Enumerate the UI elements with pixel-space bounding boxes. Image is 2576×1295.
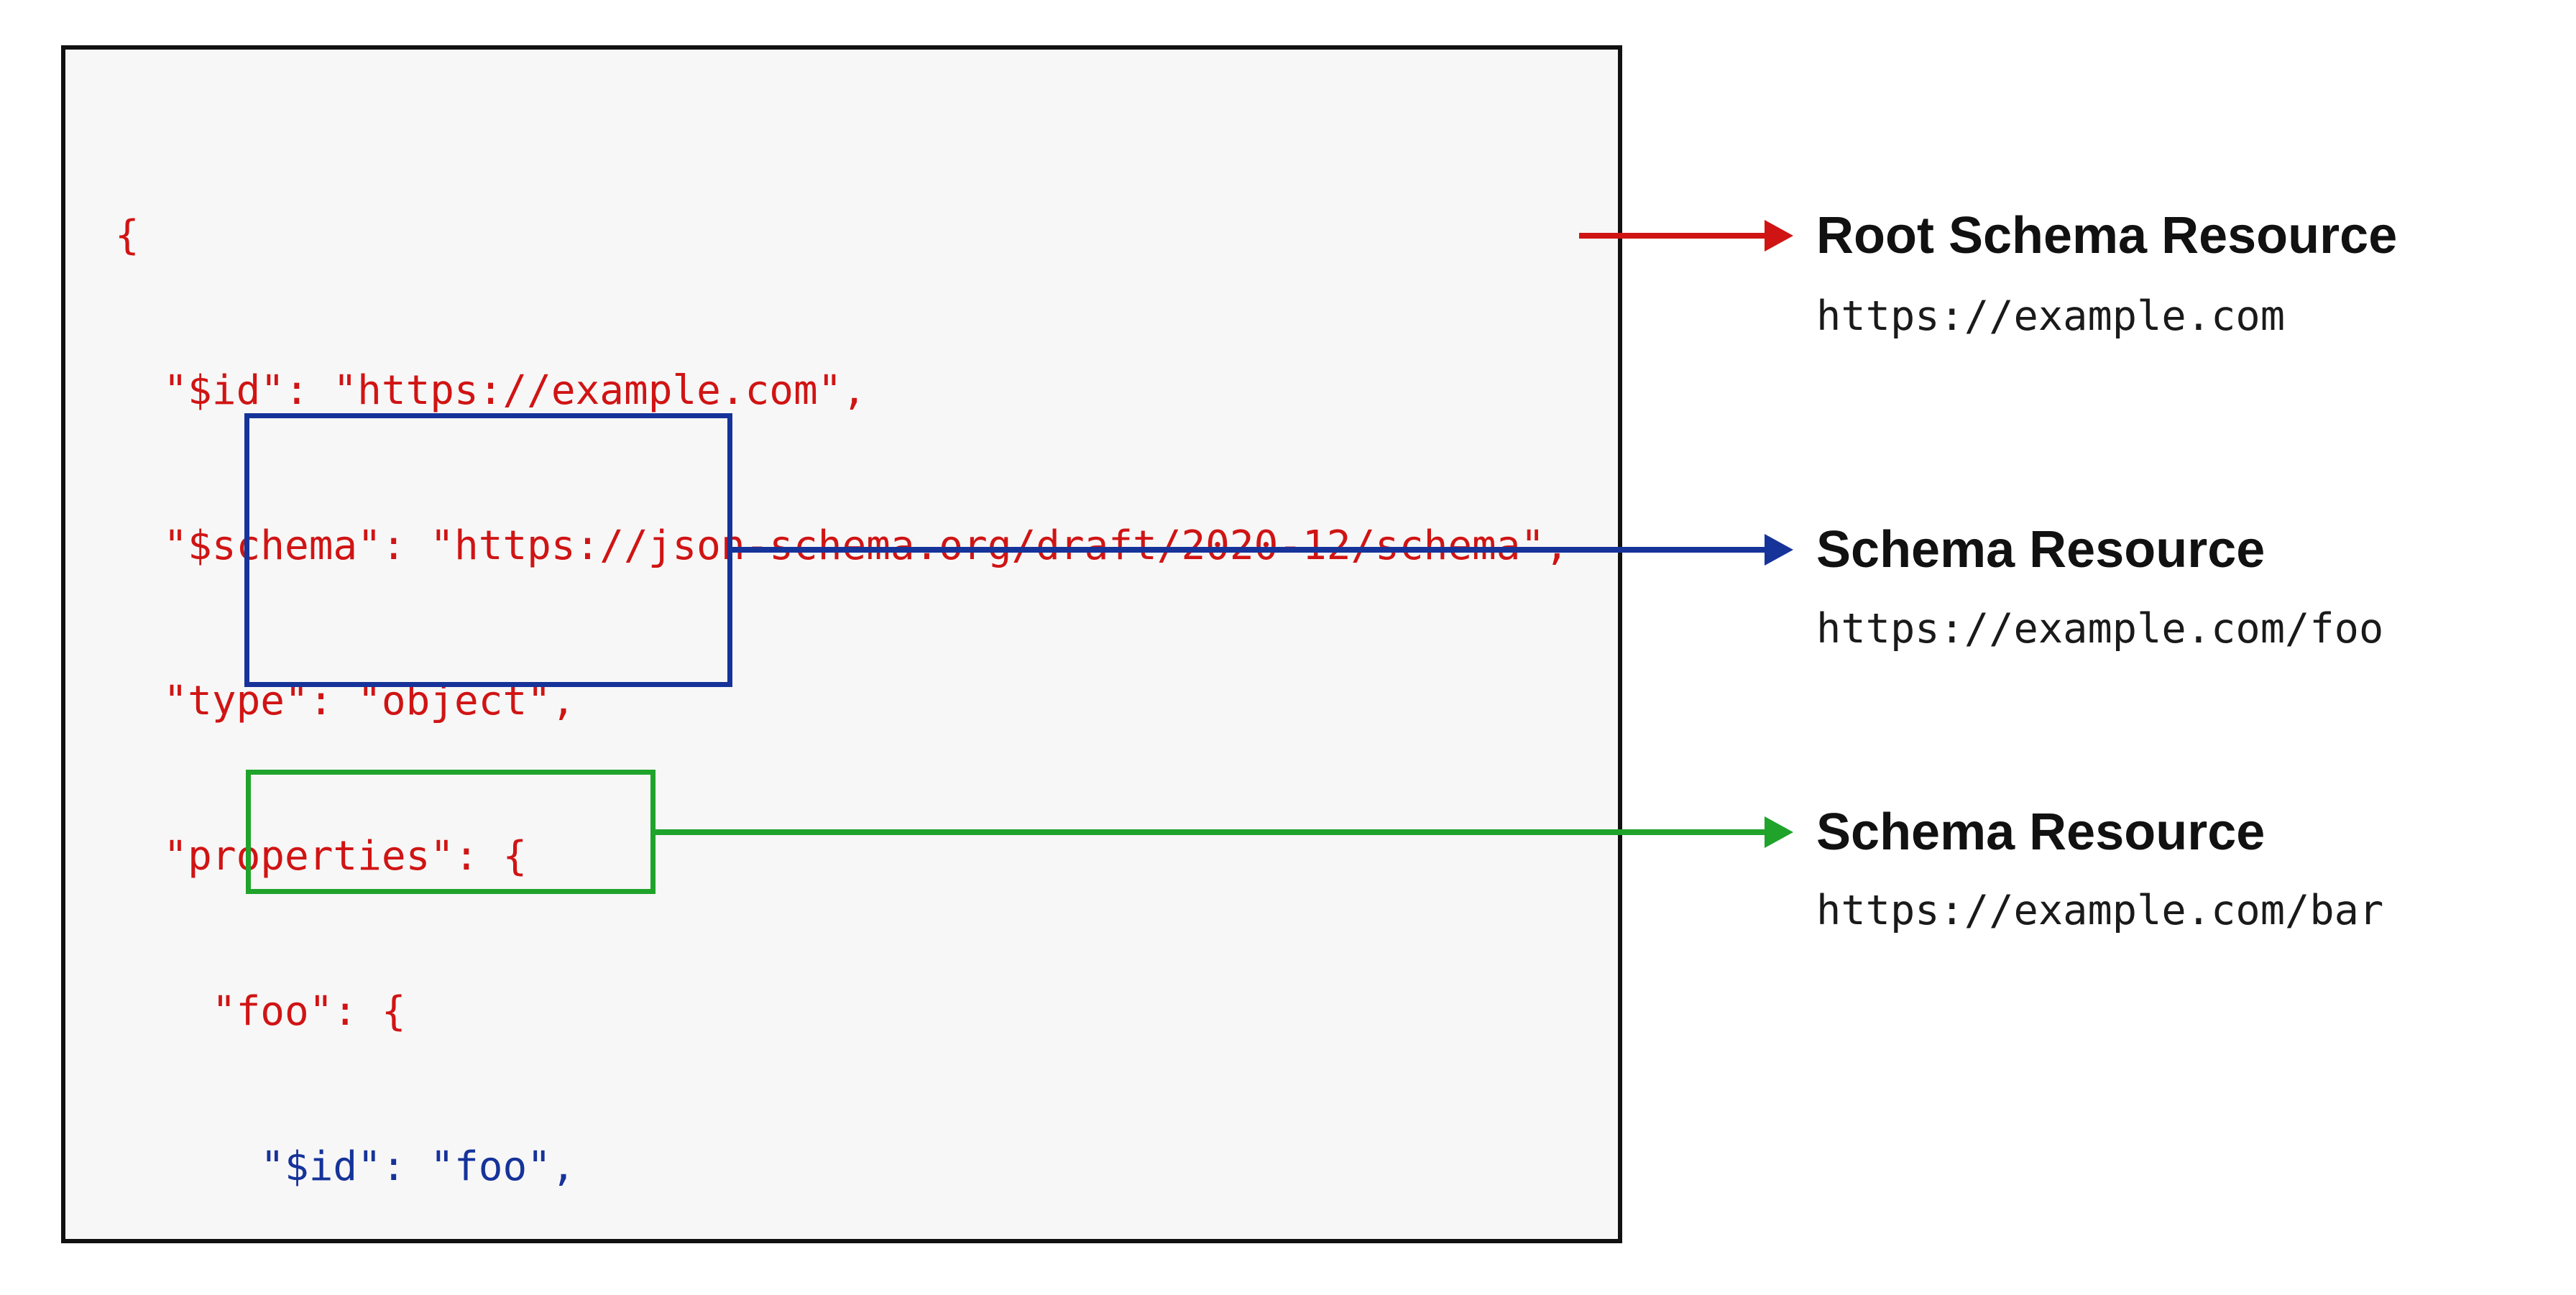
code-line: "$id": "https://example.com", bbox=[115, 367, 867, 414]
foo-schema-resource-title: Schema Resource bbox=[1816, 521, 2266, 579]
bar-schema-resource-url: https://example.com/bar bbox=[1816, 887, 2384, 934]
schema-code-block: { "$id": "https://example.com", "$schema… bbox=[115, 106, 1569, 1295]
root-schema-arrow-line bbox=[1579, 233, 1766, 239]
bar-schema-resource-title: Schema Resource bbox=[1816, 803, 2266, 861]
code-line: "foo": { bbox=[115, 988, 406, 1035]
bar-schema-arrowhead-icon bbox=[1765, 816, 1793, 848]
foo-schema-arrowhead-icon bbox=[1765, 534, 1793, 566]
root-schema-resource-title: Root Schema Resource bbox=[1816, 207, 2398, 264]
schema-code-panel bbox=[61, 45, 1622, 1243]
code-line: "$id": "foo", bbox=[115, 1143, 576, 1190]
bar-schema-arrow-line bbox=[654, 829, 1766, 835]
code-line: "$schema": "https://json-schema.org/draf… bbox=[115, 522, 1569, 569]
foo-subschema-highlight-box bbox=[244, 413, 732, 687]
foo-schema-arrow-line bbox=[731, 547, 1766, 553]
foo-schema-resource-url: https://example.com/foo bbox=[1816, 605, 2384, 653]
root-schema-arrowhead-icon bbox=[1765, 220, 1793, 252]
bar-subschema-highlight-box bbox=[246, 770, 656, 894]
code-line: { bbox=[115, 212, 139, 259]
code-line: "properties": { bbox=[115, 833, 528, 880]
root-schema-resource-url: https://example.com bbox=[1816, 292, 2286, 340]
